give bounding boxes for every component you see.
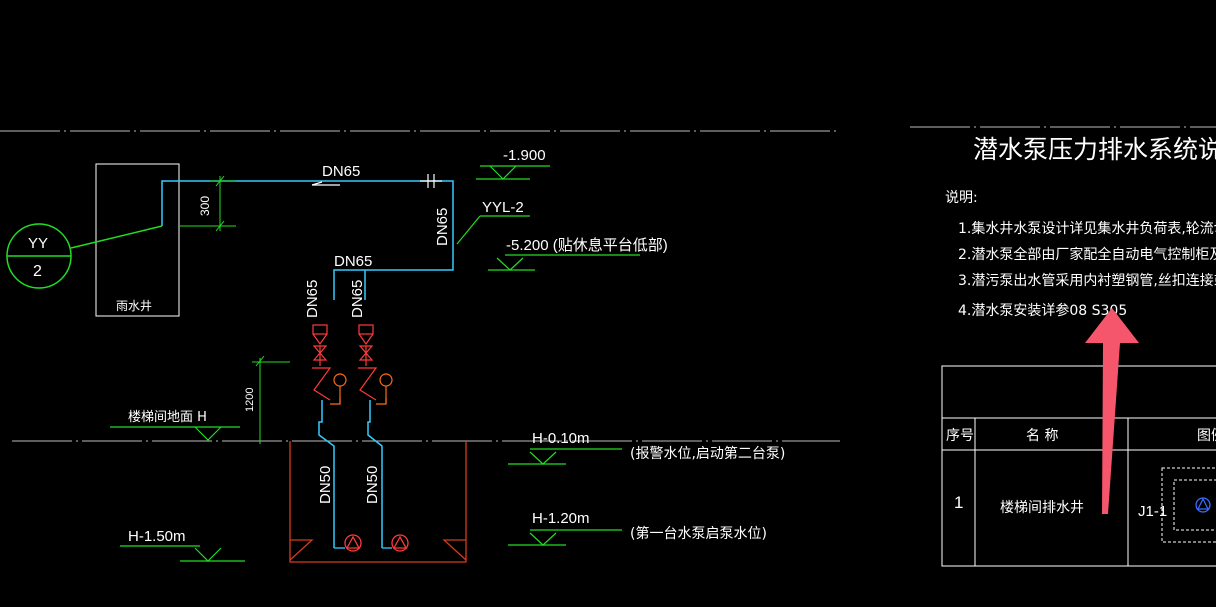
pipe-label-dn65-vertical: DN65 <box>434 208 451 246</box>
pipe-label-dn65-left: DN65 <box>304 280 321 318</box>
yy-reference-bubble <box>6 223 163 289</box>
pump-left-icon <box>334 534 362 552</box>
annotation-arrow-icon <box>1085 308 1139 514</box>
level-h010-note: (报警水位,启动第二台泵) <box>630 445 785 462</box>
valve-assembly-right <box>358 324 378 401</box>
yy-bubble-top: YY <box>28 235 48 252</box>
yyl-2-text: YYL-2 <box>482 199 524 216</box>
floor-level-text: 楼梯间地面 H <box>128 410 207 425</box>
sump-pit <box>289 441 467 563</box>
pipe-flange-icon <box>420 174 442 188</box>
notes-heading: 说明: <box>945 190 978 206</box>
pipe-label-dn50-right: DN50 <box>364 466 381 504</box>
note-item-3: 3.潜污泵出水管采用内衬塑钢管,丝扣连接或卡箍连接 <box>958 272 1216 289</box>
level-mark-h120 <box>508 529 622 546</box>
pressure-gauge-left-icon <box>330 373 347 405</box>
dimension-300 <box>180 175 236 232</box>
note-item-2: 2.潜水泵全部由厂家配全自动电气控制柜及液位控制器 <box>958 246 1216 263</box>
legend-table <box>941 365 1216 567</box>
pump-right-icon <box>382 534 409 552</box>
level-h120-note: (第一台水泵启泵水位) <box>630 525 767 542</box>
note-item-1: 1.集水井水泵设计详见集水井负荷表,轮流切换自动运 <box>958 220 1216 237</box>
level-mark-h150 <box>120 545 245 562</box>
level-mark-m5200 <box>488 254 640 271</box>
rain-well-box <box>95 163 180 317</box>
table-header-symbol: 图例 <box>1197 428 1216 444</box>
pipe-label-dn50-left: DN50 <box>317 466 334 504</box>
pipe-label-dn65-mid: DN65 <box>334 253 372 270</box>
table-row-1-name: 楼梯间排水井 <box>1000 500 1084 516</box>
yy-bubble-bottom: 2 <box>33 263 42 280</box>
level-mark-m1900 <box>476 165 550 180</box>
dim-1200-text: 1200 <box>244 388 256 412</box>
reference-lines <box>0 126 1216 442</box>
table-header-name: 名 称 <box>1026 428 1058 444</box>
level-m5200-text: -5.200 (贴休息平台低部) <box>506 237 668 254</box>
table-row-1-no: 1 <box>954 493 963 512</box>
dim-300-text: 300 <box>198 196 212 216</box>
level-h010-text: H-0.10m <box>532 430 590 447</box>
pressure-gauge-right-icon <box>376 373 393 405</box>
flow-arrow-icon <box>311 181 340 186</box>
level-h150-text: H-1.50m <box>128 528 186 545</box>
table-row-1-symbol: J1-1 <box>1138 503 1167 520</box>
level-mark-h010 <box>508 448 622 465</box>
level-h120-text: H-1.20m <box>532 510 590 527</box>
valve-assembly-left <box>312 324 332 401</box>
pipe-label-dn65-top: DN65 <box>322 163 360 180</box>
dimension-1200 <box>252 355 290 444</box>
yyl-leader-line <box>456 215 481 245</box>
note-item-4: 4.潜水泵安装详参08 S305 <box>958 302 1127 319</box>
level-mark-floor <box>110 426 240 441</box>
pipe-label-dn65-right: DN65 <box>349 280 366 318</box>
table-header-no: 序号 <box>946 428 974 444</box>
sump-well-legend-icon <box>1161 467 1216 543</box>
notes-title: 潜水泵压力排水系统说明: <box>973 135 1216 164</box>
level-m1900-text: -1.900 <box>503 147 546 164</box>
pipe-network <box>161 180 454 548</box>
rain-well-label: 雨水井 <box>116 299 152 313</box>
